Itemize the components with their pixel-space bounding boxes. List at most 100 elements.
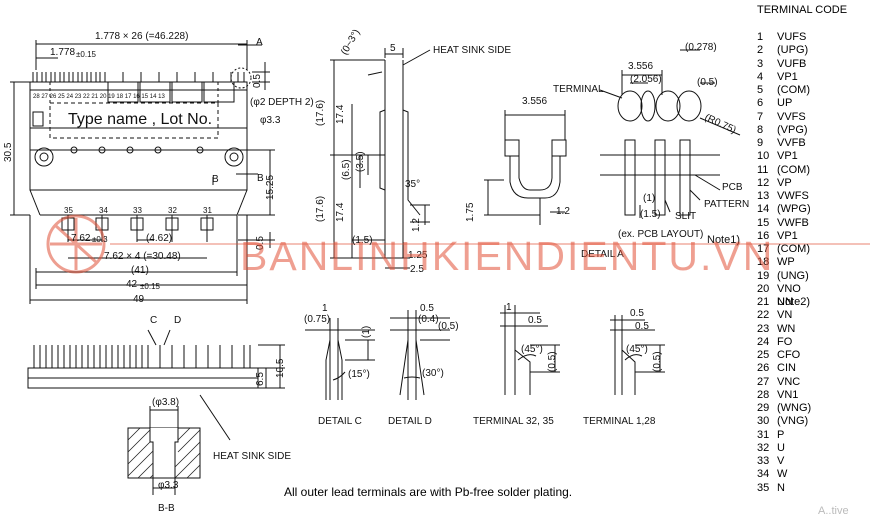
- terminal-number: 6: [757, 97, 764, 110]
- terminal-signal: VP1: [777, 70, 798, 83]
- terminal-number: 32: [757, 441, 770, 454]
- bb-dim-38: (φ3.8): [152, 397, 180, 408]
- terminal-signal: FO: [777, 335, 793, 348]
- terminal-signal: VP1: [777, 229, 798, 242]
- dim-hole-depth: (φ2 DEPTH 2): [250, 97, 314, 108]
- terminal-signal: UN: [777, 296, 793, 308]
- t32-dim-05: 0.5: [528, 315, 542, 326]
- terminal-number: 4: [757, 70, 764, 83]
- terminal-signal: U: [777, 441, 785, 454]
- terminal-32-35-title: TERMINAL 32, 35: [473, 416, 554, 427]
- pin-label-31: 31: [203, 206, 212, 215]
- terminal-signal: VWFB: [777, 216, 809, 229]
- detail-c-dim-075: (0.75): [304, 314, 331, 325]
- pin-label-32: 32: [168, 206, 177, 215]
- label-b: B: [257, 173, 264, 184]
- heat-sink-side-label-2: HEAT SINK SIDE: [213, 451, 291, 462]
- dim-pitch: 1.778 × 26 (=46.228): [95, 31, 189, 42]
- terminal-number: 19: [757, 269, 770, 282]
- dim-h10-5: 10.5: [275, 358, 286, 378]
- terminal-number: 29: [757, 402, 770, 414]
- terminal-1-28-title: TERMINAL 1,28: [583, 416, 656, 427]
- dim-side-1-25: 1.25: [408, 250, 428, 261]
- bb-section: [127, 406, 201, 495]
- pcb-dim-1: (1): [643, 193, 656, 204]
- terminal-number: 9: [757, 137, 764, 149]
- t32-dim-1: 1: [506, 302, 512, 313]
- detail-a-title: DETAIL A: [581, 249, 624, 260]
- terminal-number: 27: [757, 375, 770, 388]
- terminal-number: 7: [757, 110, 764, 123]
- terminal-number: 17: [757, 243, 770, 255]
- terminal-signal: VN1: [777, 388, 799, 401]
- pin-number-row: 28 27 26 25 24 23 22 21 20 19 18 17 16 1…: [33, 94, 165, 100]
- dim-h6-5: 6.5: [255, 372, 266, 386]
- dim-side-17-4a: 17.4: [335, 104, 346, 124]
- terminal-number: 10: [757, 150, 770, 163]
- terminal-number: 25: [757, 349, 770, 361]
- pcb-pcb-label: PCB: [722, 182, 743, 193]
- terminal-signal: (COM): [777, 163, 810, 176]
- dim-side-1-5: (1.5): [352, 235, 373, 246]
- watermark-text: BANLINHKIENDIENTU.VN: [240, 233, 775, 279]
- detail-d-angle: (30°): [422, 368, 444, 379]
- plating-note: All outer lead terminals are with Pb-fre…: [284, 485, 573, 499]
- detail-c-angle: (15°): [348, 369, 370, 380]
- label-a: A: [256, 37, 263, 48]
- terminal-number: 23: [757, 322, 770, 335]
- terminal-32-35-drawing: [500, 305, 560, 395]
- t1-dim-05c: (0.5): [652, 351, 663, 372]
- terminal-code-title: TERMINAL CODE: [757, 4, 848, 16]
- dim-r05: 0.5: [252, 74, 263, 88]
- terminal-number: 1: [757, 31, 764, 43]
- terminal-number: 34: [757, 468, 770, 481]
- label-b2: B: [212, 174, 219, 185]
- dim-pitch-small: 1.778: [50, 47, 76, 58]
- dim-hole-dia: φ3.3: [260, 115, 281, 126]
- terminal-number: 26: [757, 362, 770, 375]
- dim-w49: 49: [133, 294, 145, 305]
- t1-dim-05a: 0.5: [630, 308, 644, 319]
- t32-angle: (45°): [521, 344, 543, 355]
- upper-pin-row: [30, 72, 247, 103]
- detail-d-drawing: [390, 310, 450, 400]
- bb-hatch: [127, 427, 201, 479]
- detail-c-drawing: [305, 318, 375, 400]
- terminal-number: 20: [757, 282, 770, 295]
- side-view-outline: [330, 48, 431, 269]
- pin-label-35: 35: [64, 206, 73, 215]
- pcb-layout-drawing: [599, 49, 741, 218]
- dim-w41: (41): [131, 265, 149, 276]
- nameplate-text: Type name , Lot No.: [68, 111, 213, 128]
- terminal-number: 16: [757, 229, 770, 242]
- dim-side-1-2: 1.2: [411, 218, 422, 232]
- terminal-number: 30: [757, 415, 770, 428]
- dim-w42-tol: ±0.15: [140, 282, 160, 291]
- pcb-pattern-label: PATTERN: [704, 199, 750, 210]
- pcb-slit-label: SLIT: [675, 211, 697, 222]
- terminal-number: 22: [757, 309, 770, 322]
- bb-dim-33: φ3.3: [158, 480, 179, 491]
- top-view-outline: [29, 67, 252, 216]
- detail-d-dim-04: (0.4): [418, 314, 439, 325]
- detail-a-drawing: [484, 110, 567, 225]
- terminal-signal: (WNG): [777, 402, 812, 414]
- detail-d-title: DETAIL D: [388, 416, 432, 427]
- pcb-dim-15: (1.5): [640, 209, 661, 220]
- terminal-signal: VNC: [777, 375, 801, 388]
- detail-a-3556: 3.556: [522, 96, 548, 107]
- terminal-signal: VUFS: [777, 31, 807, 43]
- label-d: D: [174, 315, 182, 326]
- pin-label-34: 34: [99, 206, 108, 215]
- terminal-signal: (COM): [777, 243, 810, 255]
- terminal-number: 35: [757, 481, 770, 494]
- terminal-signal: (VNG): [777, 415, 809, 428]
- dim-pin-row: 7.62 × 4 (=30.48): [104, 251, 181, 262]
- pcb-dim-2056: (2.056): [630, 74, 662, 85]
- dim-side-6-5: (6.5): [341, 159, 352, 180]
- terminal-signal: N: [777, 481, 785, 494]
- pin-label-33: 33: [133, 206, 142, 215]
- bottom-side-view: [27, 329, 285, 441]
- pcb-dim-0278: (0.278): [685, 42, 717, 53]
- terminal-signal: (WPG): [777, 203, 811, 216]
